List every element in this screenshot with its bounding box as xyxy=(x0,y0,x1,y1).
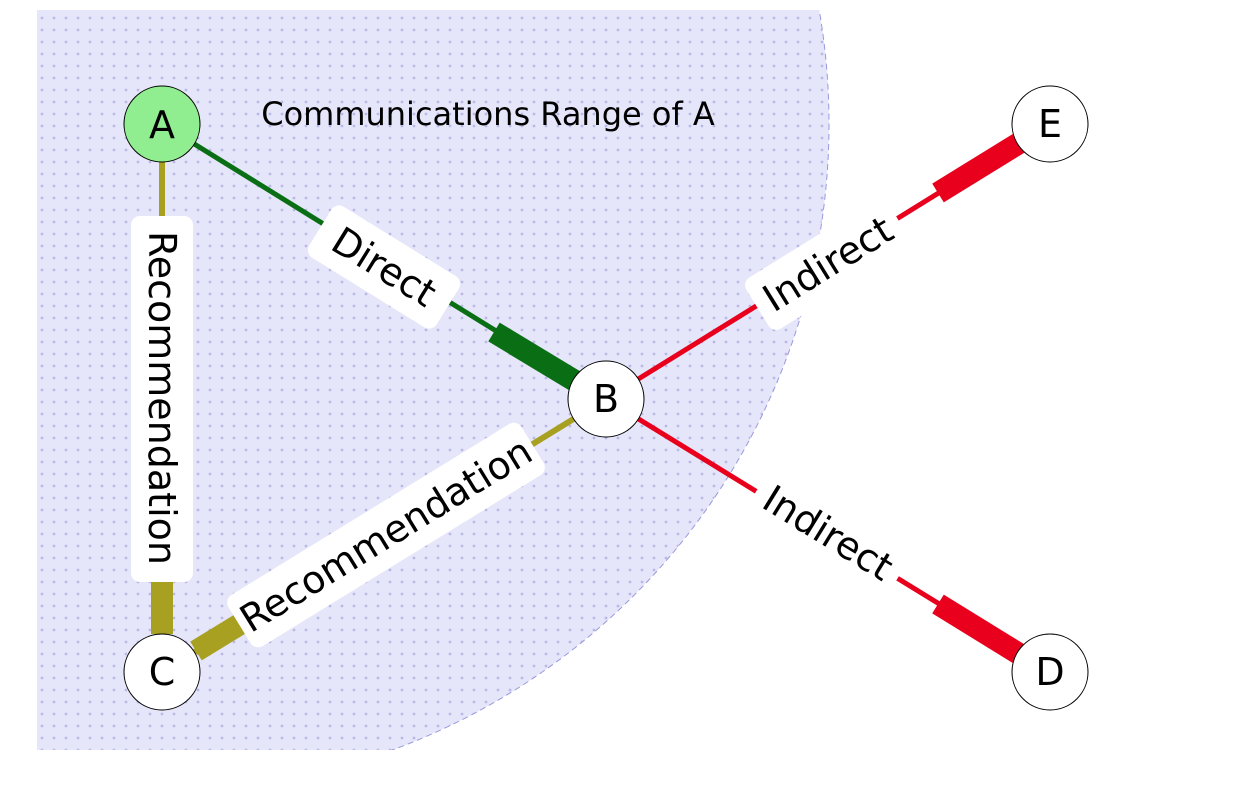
node-label-e: E xyxy=(1038,102,1062,146)
node-e: E xyxy=(1011,85,1089,163)
edge-a-c: Recommendation xyxy=(131,162,193,634)
node-c: C xyxy=(123,633,201,711)
node-label-c: C xyxy=(149,650,176,694)
node-d: D xyxy=(1011,633,1089,711)
edge-a-b: Direct xyxy=(160,121,608,402)
node-b: B xyxy=(567,360,645,438)
communications-range-label: Communications Range of A xyxy=(261,95,715,133)
node-label-a: A xyxy=(149,103,175,147)
edge-label-a-c: Recommendation xyxy=(140,231,184,565)
node-label-b: B xyxy=(593,377,619,421)
node-label-d: D xyxy=(1035,650,1064,694)
communications-range-region xyxy=(37,10,830,750)
node-a: A xyxy=(123,85,201,163)
